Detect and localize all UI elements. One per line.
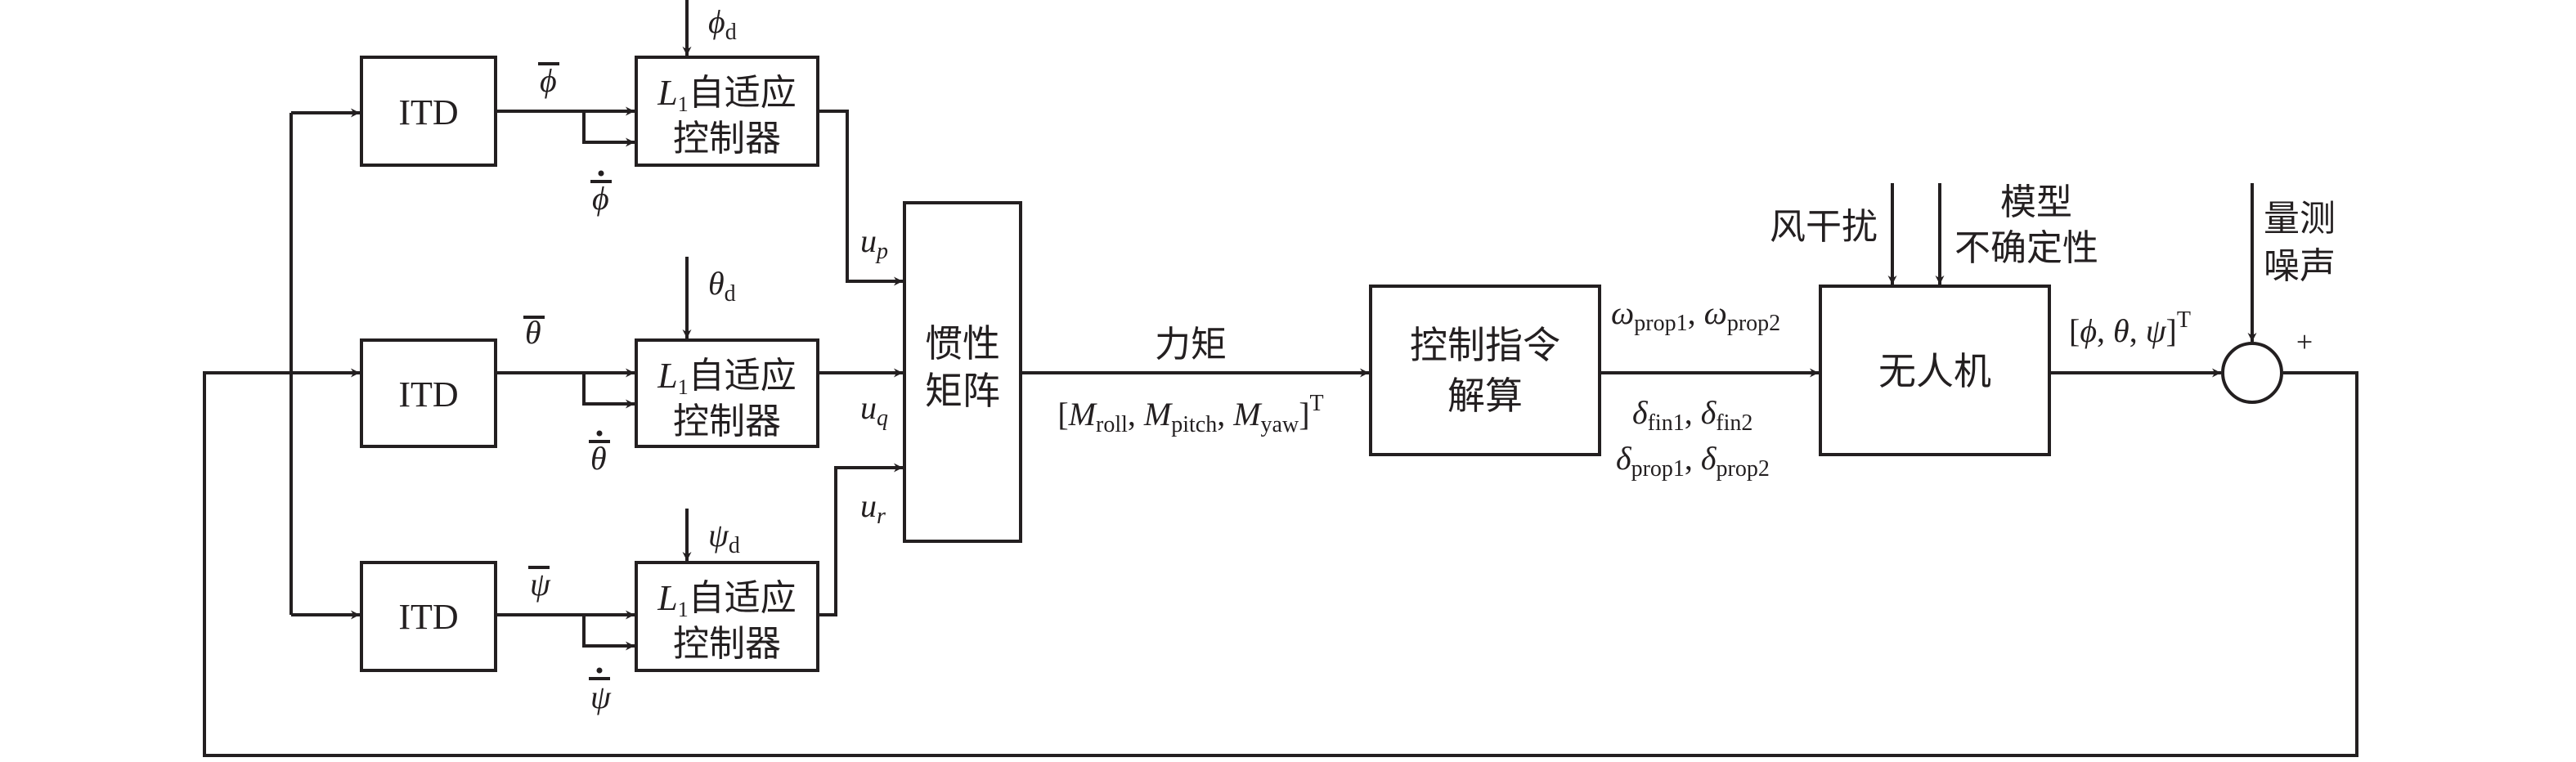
command-solver-block bbox=[1369, 285, 1601, 456]
theta-desired-label: θd bbox=[708, 265, 736, 307]
theta-filtered-label: θ bbox=[525, 314, 541, 351]
svg-text:L1自适应: L1自适应 bbox=[657, 356, 796, 399]
phi-desired-label: ϕd bbox=[708, 3, 737, 45]
up-label: up bbox=[860, 222, 888, 264]
measurement-noise-label-2: 噪声 bbox=[2264, 246, 2336, 286]
l1-controller-pitch bbox=[635, 338, 819, 448]
inertia-matrix-block bbox=[903, 201, 1022, 543]
itd-input-arrows bbox=[291, 108, 360, 620]
phi-rate-label: ϕ bbox=[592, 180, 609, 217]
itd-block-yaw bbox=[360, 561, 497, 672]
svg-text:控制器: 控制器 bbox=[673, 624, 781, 664]
summing-junction bbox=[2221, 342, 2283, 404]
pitch-channel: ITD L1自适应 控制器 θd θ θ uq bbox=[360, 257, 903, 477]
psi-filtered-label: ψ bbox=[530, 566, 551, 603]
torque-label: 力矩 bbox=[1155, 325, 1227, 365]
phi-filtered-label: ϕ bbox=[540, 62, 557, 99]
svg-text:L1自适应: L1自适应 bbox=[657, 578, 796, 621]
torque-vector-label: [Mroll, Mpitch, Myaw]T bbox=[1057, 391, 1323, 437]
svg-text:控制器: 控制器 bbox=[673, 401, 781, 442]
command-label-2: 解算 bbox=[1447, 375, 1523, 417]
command-label-1: 控制指令 bbox=[1410, 325, 1560, 366]
wind-disturbance-label: 风干扰 bbox=[1770, 207, 1878, 247]
ur-label: ur bbox=[860, 487, 886, 529]
itd-label: ITD bbox=[398, 374, 458, 415]
fin-deflection-label: δfin1, δfin2 bbox=[1632, 394, 1752, 436]
model-uncertainty-label-1: 模型 bbox=[2000, 182, 2072, 222]
roll-channel: ITD L1自适应 控制器 ϕd ϕ ϕ up bbox=[360, 0, 903, 286]
measurement-noise-label-1: 量测 bbox=[2264, 199, 2336, 239]
theta-rate-label: θ bbox=[590, 440, 607, 477]
itd-label: ITD bbox=[398, 597, 458, 637]
l1-controller-yaw bbox=[635, 561, 819, 672]
uav-label: 无人机 bbox=[1878, 351, 1991, 392]
yaw-channel: ITD L1自适应 控制器 ψd ψ ψ ur bbox=[360, 463, 903, 715]
itd-label: ITD bbox=[398, 92, 458, 132]
svg-text:L1自适应: L1自适应 bbox=[657, 73, 796, 116]
l1-controller-roll bbox=[635, 56, 819, 167]
controller-label: 控制器 bbox=[673, 119, 781, 159]
itd-block-pitch bbox=[360, 338, 497, 448]
inertia-label-2: 矩阵 bbox=[925, 370, 1000, 412]
psi-rate-label: ψ bbox=[590, 679, 612, 715]
uav-block bbox=[1819, 285, 2051, 456]
inertia-label-1: 惯性 bbox=[925, 323, 1000, 365]
attitude-output-label: [ϕ, θ, ψ]T bbox=[2069, 307, 2191, 349]
l1-letter: L bbox=[657, 73, 677, 113]
omega-label: ωprop1, ωprop2 bbox=[1611, 294, 1780, 336]
itd-block-roll bbox=[360, 56, 497, 167]
l1-subscript: 1 bbox=[678, 92, 689, 116]
prop-deflection-label: δprop1, δprop2 bbox=[1616, 440, 1770, 482]
psi-desired-label: ψd bbox=[708, 517, 740, 558]
plus-sign: + bbox=[2296, 325, 2313, 358]
uq-label: uq bbox=[860, 389, 888, 431]
model-uncertainty-label-2: 不确定性 bbox=[1954, 228, 2098, 268]
l1-label: 自适应 bbox=[689, 73, 797, 113]
